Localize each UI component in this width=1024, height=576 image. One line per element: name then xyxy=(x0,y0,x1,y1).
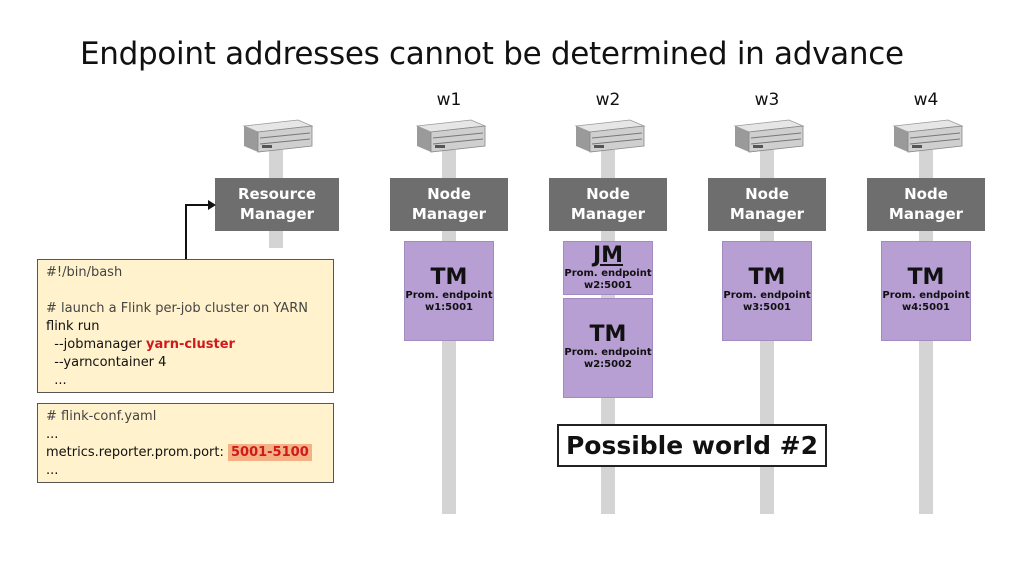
script-comment: # launch a Flink per-job cluster on YARN xyxy=(46,301,308,316)
config-ellipsis-top: ... xyxy=(46,427,59,442)
prom-endpoint-address: w1:5001 xyxy=(424,302,474,313)
config-port-range: 5001-5100 xyxy=(227,444,312,461)
resource-manager-label-line1: Resource xyxy=(237,185,317,203)
flink-conf-box: # flink-conf.yaml ... metrics.reporter.p… xyxy=(37,403,334,483)
container-title: JM xyxy=(592,243,624,268)
prom-endpoint-label: Prom. endpoint xyxy=(564,268,652,279)
config-port-line: metrics.reporter.prom.port: 5001-5100 xyxy=(46,444,325,462)
jobmanager-flag: --jobmanager xyxy=(46,337,147,352)
node-manager-box-w2: Node Manager xyxy=(549,178,667,231)
node-manager-box-w4: Node Manager xyxy=(867,178,985,231)
jobmanager-value: yarn-cluster xyxy=(146,337,235,352)
node-manager-box-w3: Node Manager xyxy=(708,178,826,231)
worker-label-w2: w2 xyxy=(595,90,621,110)
server-icon xyxy=(892,119,964,153)
node-manager-label-line1: Node xyxy=(586,185,630,203)
script-yarncontainer-line: --yarncontainer 4 xyxy=(46,355,167,370)
server-icon xyxy=(415,119,487,153)
node-manager-label-line2: Manager xyxy=(888,205,964,223)
taskmanager-box-w1: TM Prom. endpoint w1:5001 xyxy=(404,241,494,341)
taskmanager-box-w2: TM Prom. endpoint w2:5002 xyxy=(563,298,653,398)
resource-manager-label-line2: Manager xyxy=(239,205,315,223)
container-title: TM xyxy=(748,265,786,290)
container-title: TM xyxy=(430,265,468,290)
worker-label-w3: w3 xyxy=(754,90,780,110)
worker-label-w4: w4 xyxy=(913,90,939,110)
node-manager-label-line1: Node xyxy=(904,185,948,203)
script-jobmanager-line: --jobmanager yarn-cluster xyxy=(46,336,325,354)
resource-manager-box: Resource Manager xyxy=(215,178,339,231)
prom-endpoint-address: w3:5001 xyxy=(742,302,792,313)
taskmanager-box-w3: TM Prom. endpoint w3:5001 xyxy=(722,241,812,341)
node-manager-label-line1: Node xyxy=(427,185,471,203)
server-icon xyxy=(733,119,805,153)
prom-endpoint-address: w4:5001 xyxy=(901,302,951,313)
script-shebang: #!/bin/bash xyxy=(46,265,123,280)
container-title: TM xyxy=(589,322,627,347)
submit-arrow xyxy=(185,200,216,262)
script-blank-line xyxy=(46,282,325,300)
prom-endpoint-address: w2:5002 xyxy=(583,359,633,370)
config-comment: # flink-conf.yaml xyxy=(46,409,157,424)
prom-endpoint-label: Prom. endpoint xyxy=(723,290,811,301)
slide-title: Endpoint addresses cannot be determined … xyxy=(80,36,904,72)
config-ellipsis-bottom: ... xyxy=(46,463,59,478)
taskmanager-box-w4: TM Prom. endpoint w4:5001 xyxy=(881,241,971,341)
possible-world-label: Possible world #2 xyxy=(557,424,827,467)
prom-endpoint-label: Prom. endpoint xyxy=(882,290,970,301)
server-icon xyxy=(574,119,646,153)
prom-endpoint-label: Prom. endpoint xyxy=(564,347,652,358)
container-title: TM xyxy=(907,265,945,290)
script-ellipsis: ... xyxy=(46,373,67,388)
worker-label-w1: w1 xyxy=(436,90,462,110)
config-port-key: metrics.reporter.prom.port: xyxy=(46,445,228,460)
prom-endpoint-address: w2:5001 xyxy=(583,280,633,291)
launch-script-box: #!/bin/bash # launch a Flink per-job clu… xyxy=(37,259,334,393)
node-manager-label-line1: Node xyxy=(745,185,789,203)
node-manager-label-line2: Manager xyxy=(411,205,487,223)
node-manager-label-line2: Manager xyxy=(729,205,805,223)
jobmanager-box-w2: JM Prom. endpoint w2:5001 xyxy=(563,241,653,295)
prom-endpoint-label: Prom. endpoint xyxy=(405,290,493,301)
script-command: flink run xyxy=(46,319,100,334)
node-manager-label-line2: Manager xyxy=(570,205,646,223)
node-manager-box-w1: Node Manager xyxy=(390,178,508,231)
server-icon xyxy=(242,119,314,153)
